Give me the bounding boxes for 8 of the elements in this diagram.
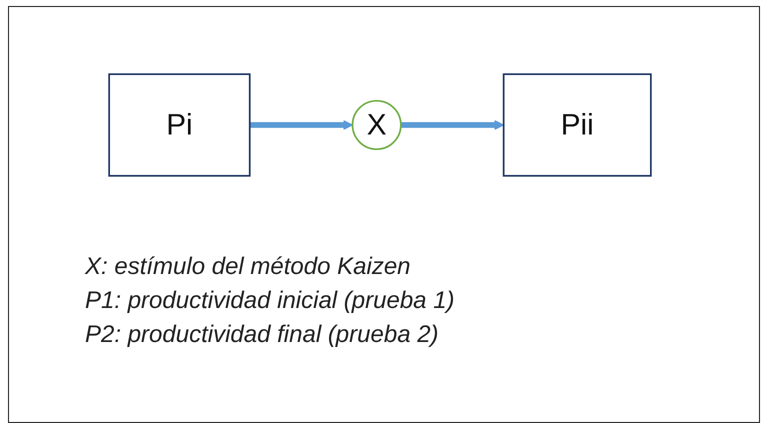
node-box: Pii bbox=[502, 73, 652, 177]
node-circle: X bbox=[352, 100, 402, 150]
arrow bbox=[250, 120, 353, 130]
arrow bbox=[400, 120, 504, 130]
legend-note: X: estímulo del método Kaizen bbox=[85, 252, 411, 282]
node-box: Pi bbox=[108, 73, 251, 177]
legend-note: P1: productividad inicial (prueba 1) bbox=[85, 286, 455, 316]
legend-note: P2: productividad final (prueba 2) bbox=[85, 320, 439, 350]
